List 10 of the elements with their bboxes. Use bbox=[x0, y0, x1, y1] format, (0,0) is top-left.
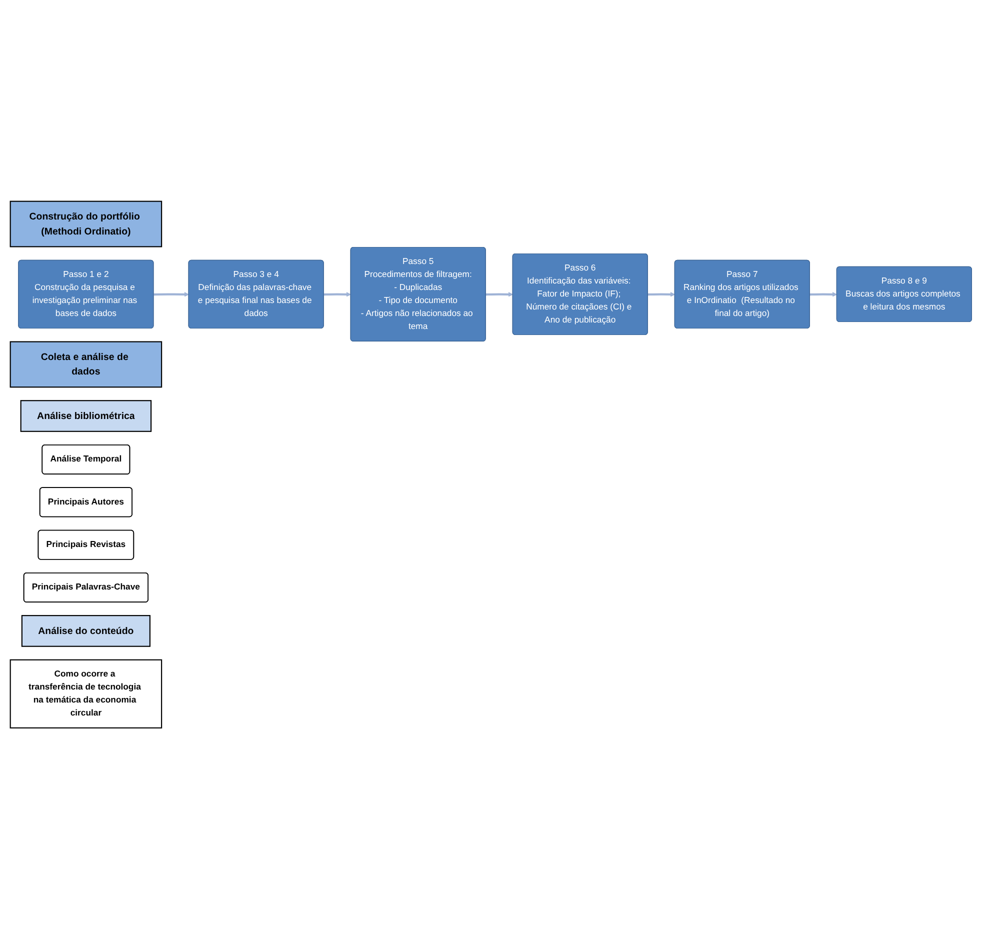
node-box: Análise do conteúdo bbox=[21, 615, 150, 648]
arrow bbox=[324, 292, 352, 298]
node-box: Coleta e análise de dados bbox=[10, 342, 162, 388]
arrow bbox=[486, 292, 514, 298]
node-box: Análise bibliométrica bbox=[20, 400, 152, 432]
arrow bbox=[810, 292, 838, 298]
node-box: Construção do portfólio (Methodi Ordinatio) bbox=[10, 201, 162, 248]
node-box: Como ocorre a transferência de tecnologia na temática da economia circular bbox=[10, 660, 162, 729]
arrow bbox=[648, 292, 676, 298]
arrow bbox=[154, 292, 190, 298]
